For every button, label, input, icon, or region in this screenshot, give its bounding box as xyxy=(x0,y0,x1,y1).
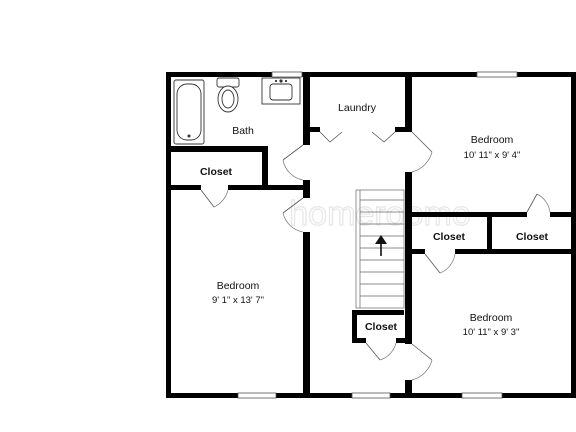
room-dims-bedroom-bottom-right: 10' 11" x 9' 3" xyxy=(463,327,520,338)
sink-icon xyxy=(261,77,301,105)
stair-up-arrow-icon xyxy=(375,235,387,256)
windows xyxy=(237,71,518,399)
room-label-bath: Bath xyxy=(232,125,254,137)
room-label-closet-far-right: Closet xyxy=(516,231,549,243)
doors xyxy=(200,131,551,381)
room-label-bedroom-left: Bedroom xyxy=(217,280,260,292)
room-label-bedroom-bottom-right: Bedroom xyxy=(470,312,513,324)
room-label-laundry: Laundry xyxy=(338,102,377,114)
staircase xyxy=(355,189,405,309)
toilet-icon xyxy=(216,77,240,113)
interior-walls xyxy=(171,77,571,393)
room-label-closet-left: Closet xyxy=(200,166,233,178)
bathtub-icon xyxy=(173,79,205,145)
room-label-closet-mid-right: Closet xyxy=(433,231,466,243)
room-label-bedroom-top-right: Bedroom xyxy=(471,134,514,146)
room-dims-bedroom-left: 9' 1" x 13' 7" xyxy=(212,295,264,306)
room-dims-bedroom-top-right: 10' 11" x 9' 4" xyxy=(464,150,521,161)
room-label-closet-stair: Closet xyxy=(365,321,398,333)
